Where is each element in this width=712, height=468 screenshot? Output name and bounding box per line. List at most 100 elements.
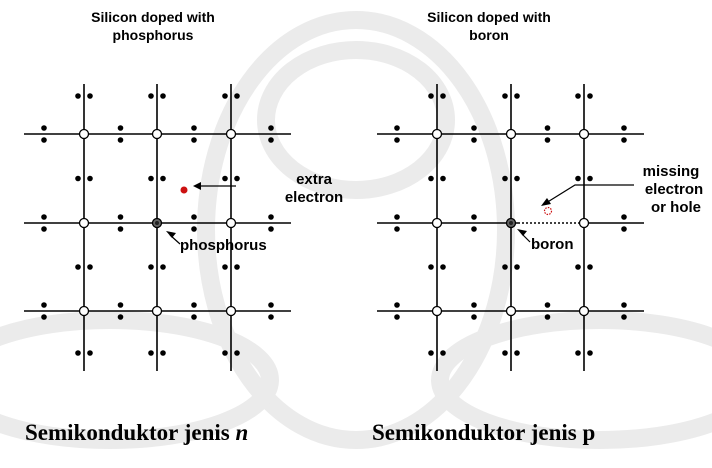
silicon-atom	[580, 219, 589, 228]
valence-electron	[514, 93, 520, 99]
valence-electron	[428, 350, 434, 356]
valence-electron	[514, 350, 520, 356]
valence-electron	[268, 214, 274, 220]
valence-electron	[394, 226, 400, 232]
caption-n-type: Semikonduktor jenis n	[25, 420, 248, 446]
silicon-atom	[227, 219, 236, 228]
valence-electron	[160, 350, 166, 356]
valence-electron	[428, 176, 434, 182]
valence-electron	[545, 314, 551, 320]
valence-electron	[234, 350, 240, 356]
boron-label: boron	[531, 236, 574, 253]
hole-label-line2: electron	[645, 181, 703, 198]
valence-electron	[75, 176, 81, 182]
left-title-line1: Silicon doped with	[91, 9, 215, 25]
caption-p-type: Semikonduktor jenis p	[372, 420, 595, 446]
watermark-shape	[206, 20, 506, 440]
silicon-atom	[153, 307, 162, 316]
hole-marker	[545, 208, 552, 215]
valence-electron	[428, 93, 434, 99]
valence-electron	[514, 176, 520, 182]
phosphorus-arrow	[166, 231, 180, 244]
valence-electron	[87, 176, 93, 182]
valence-electron	[75, 264, 81, 270]
valence-electron	[148, 264, 154, 270]
valence-electron	[191, 226, 197, 232]
valence-electron	[191, 302, 197, 308]
hole-arrow	[541, 185, 634, 206]
valence-electron	[471, 137, 477, 143]
valence-electron	[440, 350, 446, 356]
hole-label-line3: or hole	[651, 199, 701, 216]
phosphorus-label: phosphorus	[180, 237, 267, 254]
valence-electron	[621, 302, 627, 308]
valence-electron	[87, 264, 93, 270]
valence-electron	[234, 176, 240, 182]
dopant-atom-core	[155, 221, 159, 225]
valence-electron	[160, 176, 166, 182]
valence-electron	[545, 302, 551, 308]
valence-electron	[118, 214, 124, 220]
silicon-atom	[433, 219, 442, 228]
valence-electron	[587, 176, 593, 182]
valence-electron	[268, 137, 274, 143]
valence-electron	[621, 314, 627, 320]
hole-label-line1: missing	[643, 163, 700, 180]
silicon-atom	[580, 307, 589, 316]
watermark-shape	[266, 50, 446, 190]
left-title-line2: phosphorus	[113, 27, 194, 43]
valence-electron	[75, 93, 81, 99]
valence-electron	[148, 350, 154, 356]
valence-electron	[587, 93, 593, 99]
valence-electron	[394, 125, 400, 131]
silicon-atom	[80, 307, 89, 316]
valence-electron	[575, 176, 581, 182]
valence-electron	[41, 314, 47, 320]
silicon-atom	[580, 130, 589, 139]
valence-electron	[514, 264, 520, 270]
valence-electron	[471, 302, 477, 308]
valence-electron	[268, 314, 274, 320]
valence-electron	[160, 93, 166, 99]
silicon-atom	[227, 307, 236, 316]
valence-electron	[394, 214, 400, 220]
valence-electron	[394, 137, 400, 143]
valence-electron	[118, 226, 124, 232]
valence-electron	[41, 137, 47, 143]
valence-electron	[268, 226, 274, 232]
valence-electron	[191, 214, 197, 220]
valence-electron	[440, 176, 446, 182]
valence-electron	[87, 93, 93, 99]
boron-arrow	[517, 229, 530, 242]
silicon-atom	[507, 307, 516, 316]
silicon-atom	[80, 219, 89, 228]
valence-electron	[440, 93, 446, 99]
right-title-line2: boron	[469, 27, 509, 43]
valence-electron	[118, 314, 124, 320]
right-title-line1: Silicon doped with	[427, 9, 551, 25]
valence-electron	[394, 314, 400, 320]
silicon-atom	[227, 130, 236, 139]
valence-electron	[545, 125, 551, 131]
valence-electron	[41, 302, 47, 308]
valence-electron	[148, 93, 154, 99]
silicon-atom	[507, 130, 516, 139]
valence-electron	[575, 350, 581, 356]
dopant-atom-core	[509, 221, 513, 225]
valence-electron	[222, 176, 228, 182]
valence-electron	[118, 125, 124, 131]
valence-electron	[587, 264, 593, 270]
valence-electron	[575, 93, 581, 99]
valence-electron	[471, 226, 477, 232]
valence-electron	[191, 137, 197, 143]
valence-electron	[268, 125, 274, 131]
valence-electron	[621, 214, 627, 220]
valence-electron	[222, 350, 228, 356]
valence-electron	[222, 93, 228, 99]
valence-electron	[148, 176, 154, 182]
valence-electron	[75, 350, 81, 356]
valence-electron	[502, 264, 508, 270]
valence-electron	[118, 137, 124, 143]
valence-electron	[621, 226, 627, 232]
valence-electron	[41, 125, 47, 131]
